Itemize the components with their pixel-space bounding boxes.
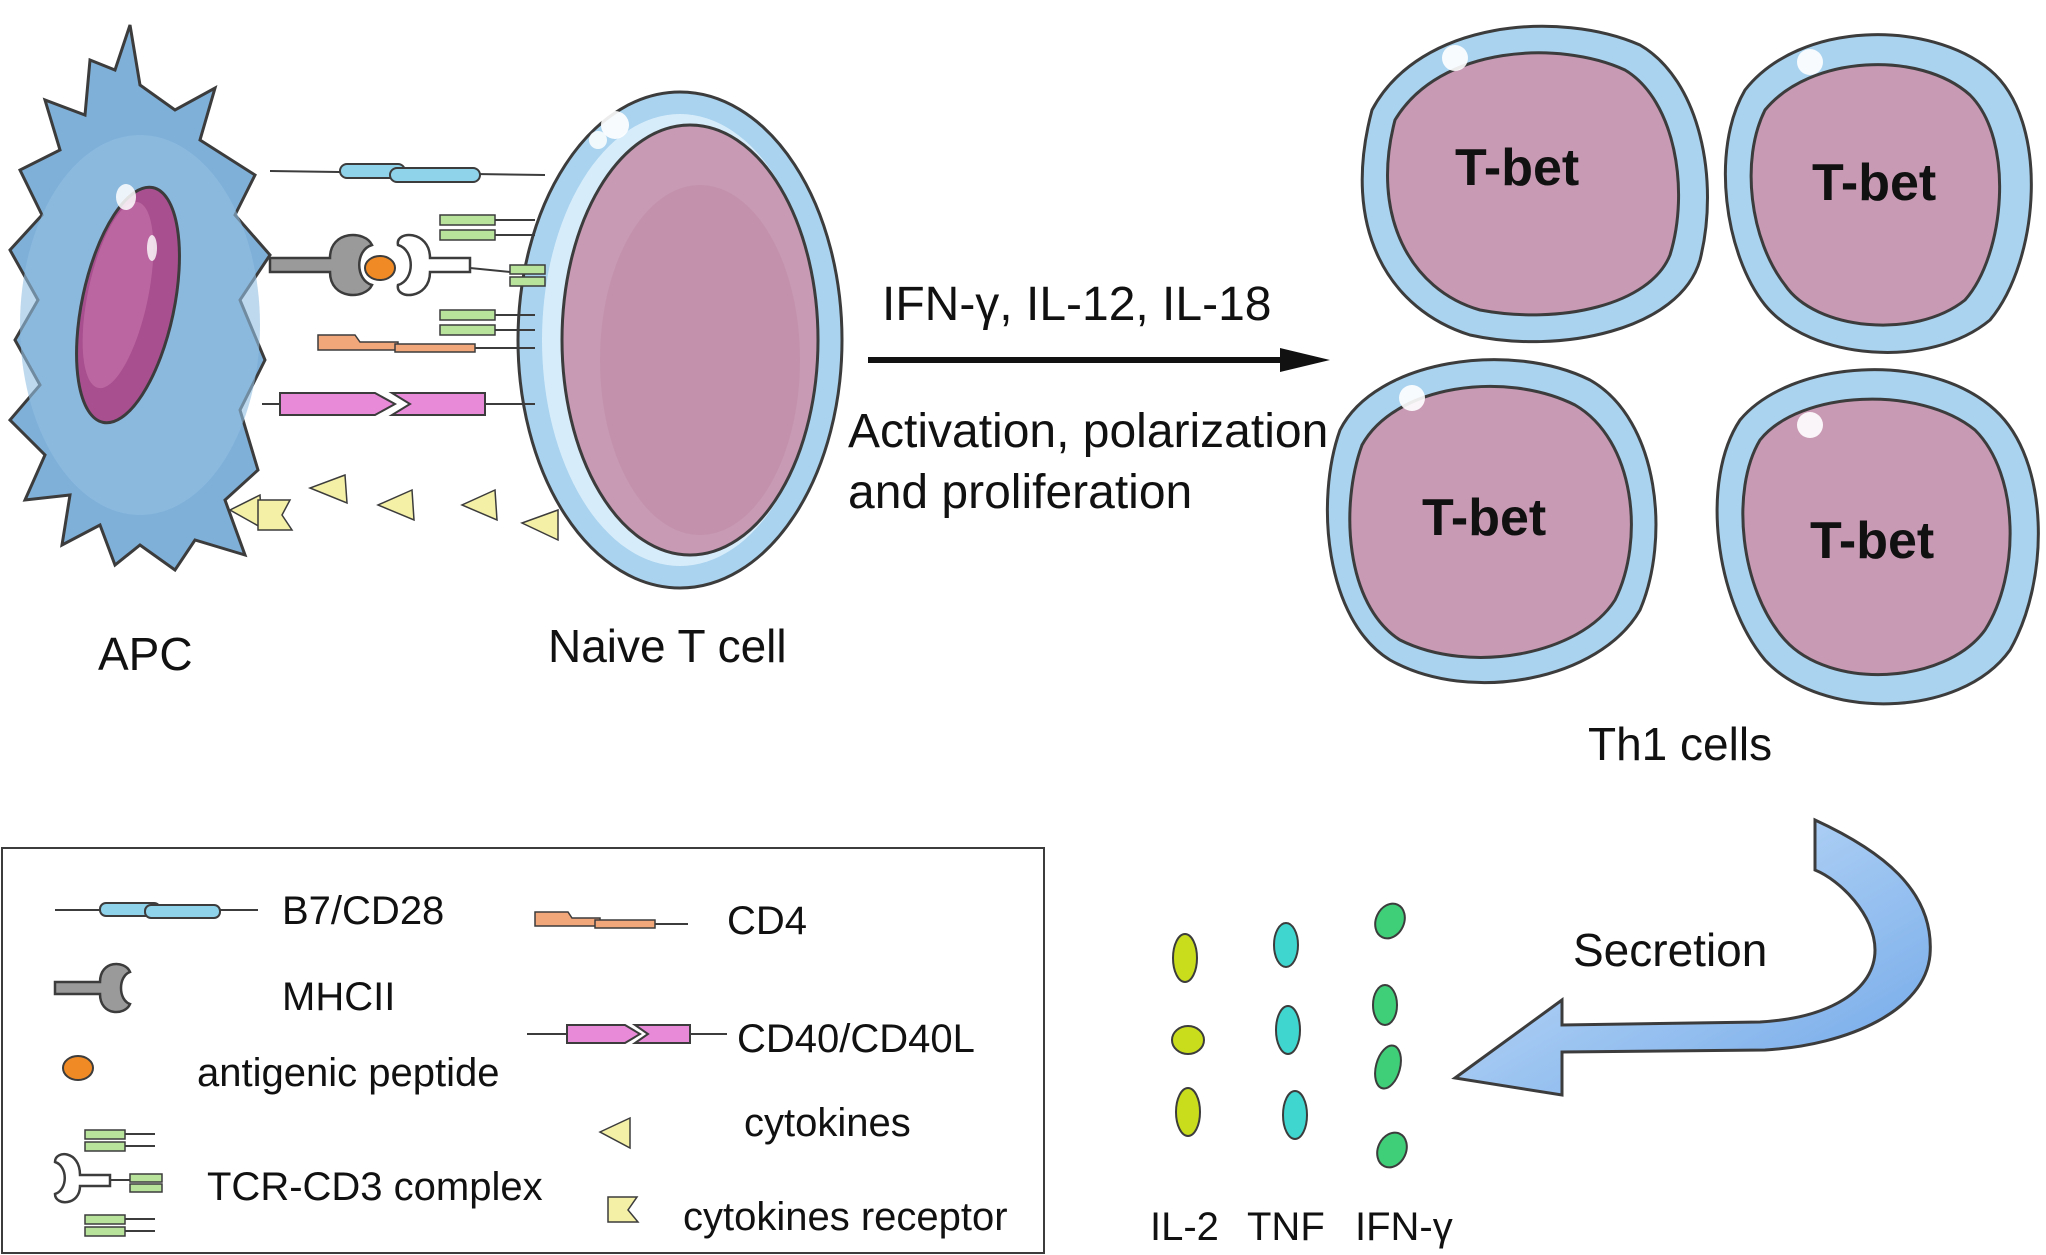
th1-cells-label: Th1 cells [1588,718,1772,770]
apc-cell [7,24,272,573]
cd4-molecule [317,334,535,353]
ifng-dots [1372,902,1408,1169]
activation-arrow [868,348,1330,372]
legend: B7/CD28 MHCII antigenic peptide TCR-CD3 … [1,847,1045,1254]
legend-tcr-label: TCR-CD3 complex [207,1165,543,1209]
legend-tcr-icon [53,1129,163,1237]
legend-mhc2-label: MHCII [282,975,395,1019]
legend-cd40-label: CD40/CD40L [737,1017,975,1061]
polarizing-cytokines-label: IFN-γ, IL-12, IL-18 [882,278,1271,331]
b7-cd28-pair [269,163,546,183]
th1-cell-bottom-right: T-bet [1715,368,2040,706]
tcr-green-lower [439,309,535,336]
il2-dots [1171,933,1205,1137]
naive-t-cell-label: Naive T cell [548,620,787,672]
tnf-dots [1273,922,1308,1140]
legend-mhc2-icon [53,962,132,1014]
legend-cytokine-icon [598,1116,631,1150]
cd40-cd40l-pair [262,392,535,416]
tnf-label: TNF [1247,1205,1325,1249]
secretion-arrow [1451,817,1932,1097]
legend-cytokines-label: cytokines [744,1101,911,1145]
secretion-label: Secretion [1573,924,1767,976]
th1-cell-top-left: T-bet [1360,24,1709,344]
tbet-label-4: T-bet [1810,512,1934,570]
antigenic-peptide [364,255,396,281]
process-label-line1: Activation, polarization [848,405,1328,458]
legend-receptor-icon [607,1196,640,1223]
naive-t-cell [516,90,844,590]
legend-b7-cd28-icon [55,902,258,919]
legend-cd40-icon [527,1024,727,1044]
tbet-label-1: T-bet [1455,139,1579,197]
tbet-label-3: T-bet [1422,489,1546,547]
legend-receptor-label: cytokines receptor [683,1195,1008,1239]
legend-cd4-label: CD4 [727,899,807,943]
cytokine-signals [228,473,559,542]
th1-cell-top-right: T-bet [1723,33,2033,354]
tbet-label-2: T-bet [1812,154,1936,212]
th1-cell-bottom-left: T-bet [1325,358,1658,685]
legend-peptide-label: antigenic peptide [197,1051,499,1095]
mhc2-tcr-complex [268,233,546,297]
legend-b7-cd28-label: B7/CD28 [282,889,444,933]
process-label-line2: and proliferation [848,466,1192,519]
ifng-label: IFN-γ [1355,1205,1453,1249]
il2-label: IL-2 [1150,1205,1219,1249]
apc-label: APC [98,628,193,680]
legend-cd4-icon [534,911,688,929]
tcr-green-upper [439,214,535,241]
legend-peptide-icon [62,1055,94,1081]
